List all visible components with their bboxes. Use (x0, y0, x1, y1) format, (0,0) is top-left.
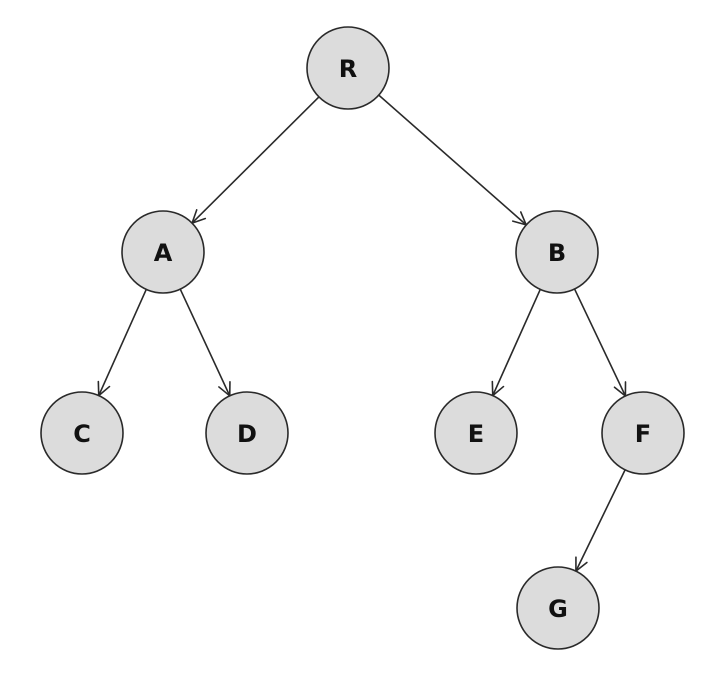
edge-line (378, 94, 527, 226)
node-circle (40, 391, 124, 475)
node-e: E (434, 391, 518, 475)
node-c: C (40, 391, 124, 475)
node-a: A (121, 210, 205, 294)
edge-line (98, 289, 147, 396)
node-g: G (516, 566, 600, 650)
node-circle (121, 210, 205, 294)
node-label: R (339, 55, 357, 83)
node-circle (434, 391, 518, 475)
node-r: R (306, 26, 390, 110)
edge-line (492, 289, 541, 396)
node-label: A (154, 239, 173, 267)
edge-A-D (179, 288, 231, 397)
edge-line (191, 96, 320, 224)
edge-B-F (573, 288, 627, 397)
node-d: D (205, 391, 289, 475)
edge-line (179, 288, 231, 397)
edge-A-C (97, 289, 147, 397)
node-circle (205, 391, 289, 475)
edge-R-B (378, 94, 528, 226)
node-label: D (237, 420, 257, 448)
edge-F-G (575, 469, 626, 572)
node-label: G (548, 595, 568, 623)
edge-B-E (491, 289, 541, 397)
node-circle (516, 566, 600, 650)
edge-R-A (191, 96, 320, 224)
node-label: C (73, 420, 91, 448)
node-f: F (601, 391, 685, 475)
node-circle (306, 26, 390, 110)
edge-line (573, 288, 627, 397)
nodes-layer: R A B C D E F G (40, 26, 685, 650)
node-label: F (635, 420, 651, 448)
edges-layer (97, 94, 627, 572)
edge-line (575, 469, 626, 572)
node-label: E (468, 420, 484, 448)
node-circle (515, 210, 599, 294)
node-circle (601, 391, 685, 475)
node-label: B (548, 239, 566, 267)
node-b: B (515, 210, 599, 294)
